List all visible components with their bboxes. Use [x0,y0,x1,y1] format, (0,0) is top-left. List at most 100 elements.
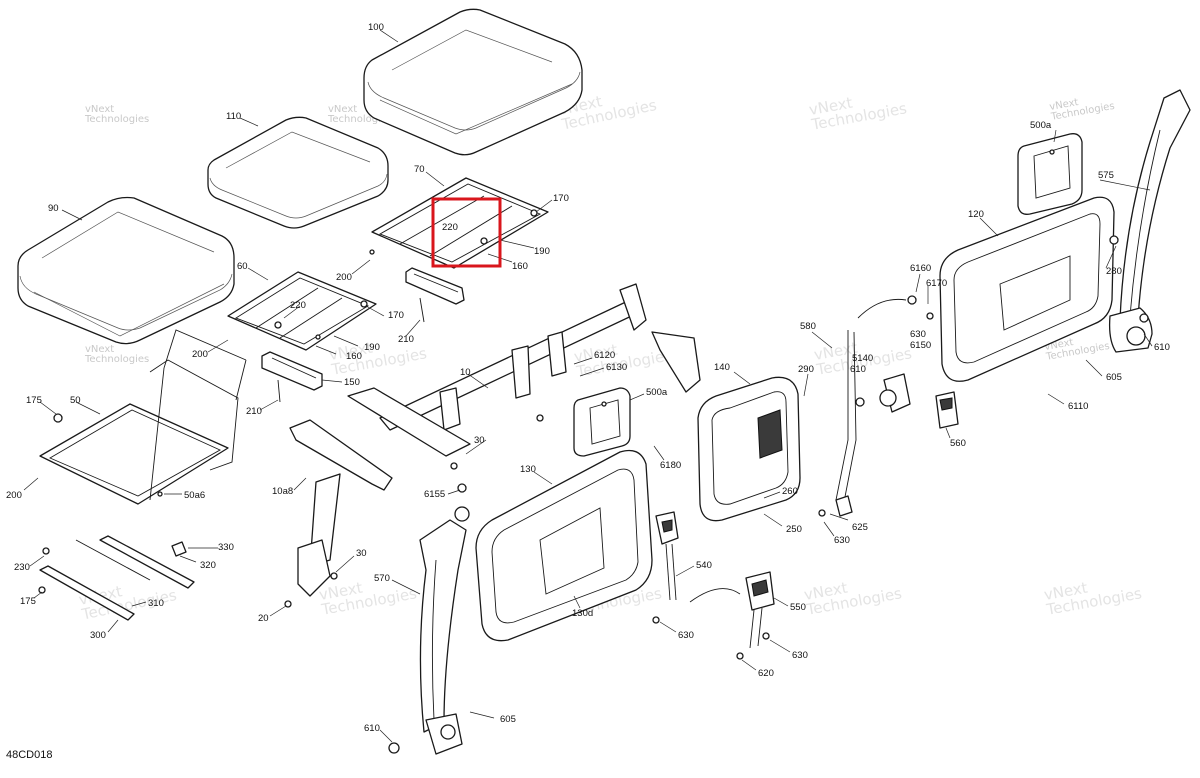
callout-320[interactable]: 320 [200,560,216,571]
callout-605[interactable]: 605 [1106,372,1122,383]
seat-cushion-110 [207,116,389,229]
callout-220[interactable]: 220 [442,222,458,233]
backrest-140 [697,376,801,522]
callout-200[interactable]: 200 [6,490,22,501]
watermark-line2: Technologies [84,354,149,365]
callout-50a6[interactable]: 50a6 [184,490,205,501]
callout-20[interactable]: 20 [258,613,269,624]
callout-120[interactable]: 120 [968,209,984,220]
callout-160[interactable]: 160 [512,261,528,272]
callout-280[interactable]: 280 [1106,266,1122,277]
callout-605[interactable]: 605 [500,714,516,725]
callout-150[interactable]: 150 [344,377,360,388]
watermark-line2: Technologies [84,114,149,125]
callout-90[interactable]: 90 [48,203,59,214]
watermark-line1: vNext [85,344,114,355]
callout-6150[interactable]: 6150 [910,340,931,351]
backrest-120 [939,196,1115,382]
callout-580[interactable]: 580 [800,321,816,332]
seat-slide-300 [38,535,195,621]
callout-290[interactable]: 290 [798,364,814,375]
callout-6170[interactable]: 6170 [926,278,947,289]
callout-30[interactable]: 30 [356,548,367,559]
callout-175[interactable]: 175 [20,596,36,607]
diagram-reference-code: 48CD018 [6,749,52,761]
callout-230[interactable]: 230 [14,562,30,573]
callout-10[interactable]: 10 [460,367,471,378]
callout-6155[interactable]: 6155 [424,489,445,500]
callout-500a[interactable]: 500a [1030,120,1052,131]
callout-100[interactable]: 100 [368,22,384,33]
leader-lines [23,29,1153,743]
callout-6180[interactable]: 6180 [660,460,681,471]
callout-540[interactable]: 540 [696,560,712,571]
callout-190[interactable]: 190 [364,342,380,353]
buckle-550 [736,571,775,660]
buckle-560 [935,391,959,429]
callout-300[interactable]: 300 [90,630,106,641]
callout-625[interactable]: 625 [852,522,868,533]
callout-60[interactable]: 60 [237,261,248,272]
seat-rail-160 [405,267,465,323]
callout-620[interactable]: 620 [758,668,774,679]
callout-630[interactable]: 630 [792,650,808,661]
seat-cushion-100 [363,8,583,156]
callout-260[interactable]: 260 [782,486,798,497]
callout-10a8[interactable]: 10a8 [272,486,293,497]
callout-210[interactable]: 210 [398,334,414,345]
seatbelt-570 [388,483,470,755]
callout-610[interactable]: 610 [1154,342,1170,353]
callout-310[interactable]: 310 [148,598,164,609]
callout-labels: 100 110 90 70 220 170 190 160 200 60 220… [6,22,1170,734]
callout-250[interactable]: 250 [786,524,802,535]
watermark-line1: vNext [85,104,114,115]
callout-160[interactable]: 160 [346,351,362,362]
seat-frame-50 [39,329,247,505]
headrest-500a-right [1017,133,1083,215]
watermark-line2: Technologies [327,114,392,125]
seat-frame-70 [369,177,549,269]
callout-575[interactable]: 575 [1098,170,1114,181]
callout-6160[interactable]: 6160 [910,263,931,274]
callout-220[interactable]: 220 [290,300,306,311]
callout-190[interactable]: 190 [534,246,550,257]
highlight-box-220[interactable] [431,197,502,268]
callout-6130[interactable]: 6130 [606,362,627,373]
callout-30[interactable]: 30 [474,435,485,446]
buckle-540 [652,511,741,624]
callout-550[interactable]: 550 [790,602,806,613]
callout-130d[interactable]: 130d [572,608,593,619]
headrest-500a-mid [573,387,631,457]
callout-200[interactable]: 200 [192,349,208,360]
watermark-line1: vNext [1049,97,1080,113]
callout-50[interactable]: 50 [70,395,81,406]
callout-610[interactable]: 610 [364,723,380,734]
callout-5140[interactable]: 5140 [852,353,873,364]
callout-630[interactable]: 630 [910,329,926,340]
backrest-130 [475,449,653,642]
callout-110[interactable]: 110 [226,111,241,122]
callout-560[interactable]: 560 [950,438,966,449]
callout-6110[interactable]: 6110 [1068,401,1088,412]
callout-630[interactable]: 630 [678,630,694,641]
callout-170[interactable]: 170 [553,193,569,204]
callout-70[interactable]: 70 [414,164,425,175]
seatbelt-5140 [818,295,934,517]
callout-330[interactable]: 330 [218,542,234,553]
callout-6120[interactable]: 6120 [594,350,615,361]
watermark-line1: vNext [328,104,357,115]
callout-175[interactable]: 175 [26,395,42,406]
callout-630[interactable]: 630 [834,535,850,546]
callout-170[interactable]: 170 [388,310,404,321]
callout-200[interactable]: 200 [336,272,352,283]
callout-140[interactable]: 140 [714,362,730,373]
seat-cushion-90 [17,196,235,345]
callout-610[interactable]: 610 [850,364,866,375]
callout-130[interactable]: 130 [520,464,536,475]
callout-500a[interactable]: 500a [646,387,668,398]
seatbelt-575 [1108,89,1191,353]
callout-570[interactable]: 570 [374,573,390,584]
seat-rail-150 [261,351,323,403]
callout-210[interactable]: 210 [246,406,262,417]
